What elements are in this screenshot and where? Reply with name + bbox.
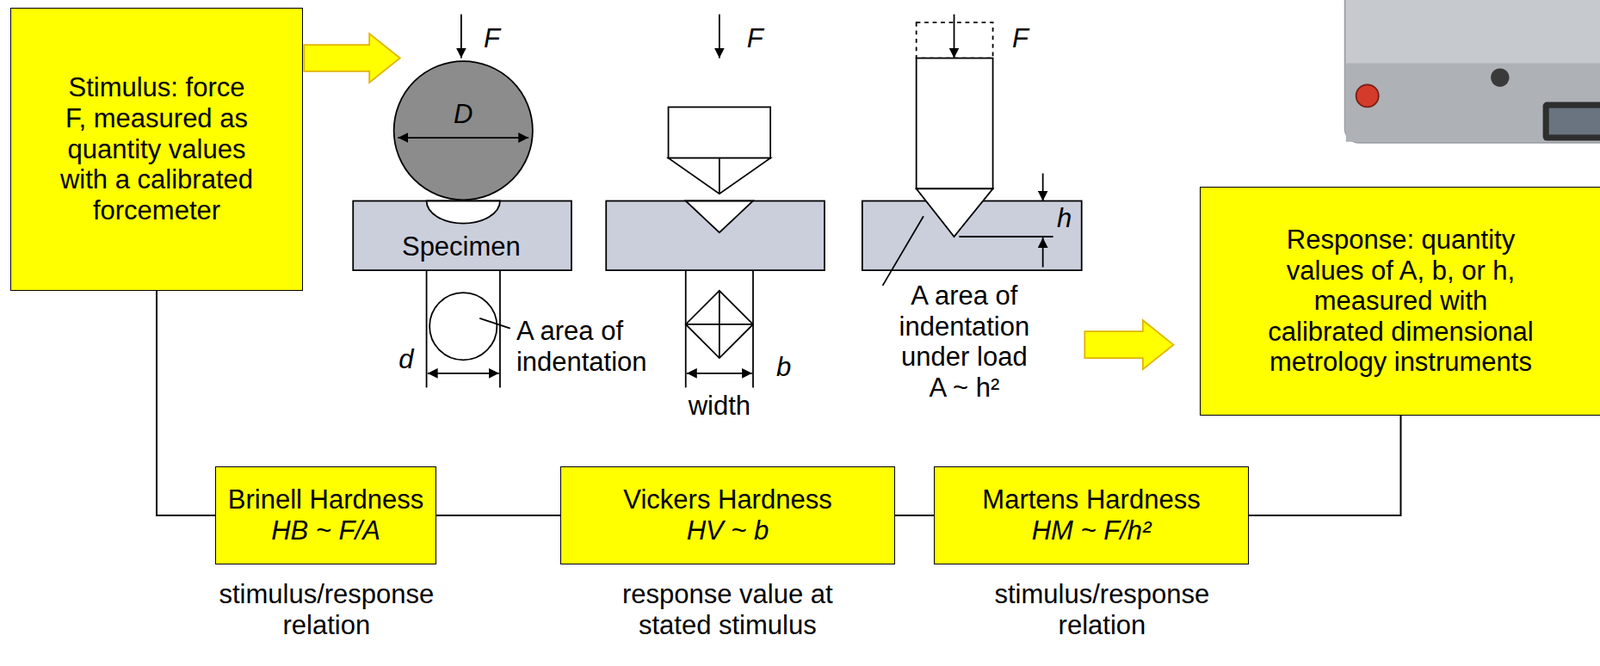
hardness-tester-photo: [1345, 0, 1600, 143]
vickers-figure: [605, 14, 825, 389]
force-arrow: [718, 14, 721, 59]
h-dimension-bottom: [1042, 237, 1045, 267]
pyramid-tip: [668, 158, 772, 194]
tester-knob: [1490, 67, 1509, 87]
specimen-block: [352, 201, 572, 272]
force-symbol: F: [1012, 23, 1029, 55]
method-note: stimulus/response relation: [205, 579, 447, 641]
extension-line: [426, 270, 428, 388]
hardness-box: Martens HardnessHM ~ F/h²: [933, 466, 1249, 565]
indenter-body: [668, 106, 772, 158]
connector-line: [156, 290, 216, 516]
d-dimension: [427, 372, 500, 375]
connector-line: [1248, 415, 1402, 516]
extension-line: [499, 270, 501, 388]
indenter-body: [916, 58, 994, 190]
response-arrow: [1084, 320, 1174, 370]
hardness-box: Brinell HardnessHB ~ F/A: [215, 466, 437, 565]
leader-line: [883, 216, 924, 286]
force-symbol: F: [483, 23, 501, 55]
connector-line: [436, 514, 561, 517]
force-arrow: [953, 14, 956, 59]
depth-extension-line: [958, 235, 1053, 238]
area-note: A area of indentation under load A ~ h²: [893, 280, 1036, 404]
b-dimension: [686, 372, 753, 375]
response-box: Response: quantity values of A, b, or h,…: [1199, 186, 1600, 416]
indentation-top-view: [429, 292, 497, 360]
formula-text: HB ~ F/A: [271, 515, 381, 547]
box-text: Martens Hardness: [982, 484, 1200, 516]
h-dimension-top: [1042, 173, 1045, 202]
stop-button: [1356, 84, 1379, 107]
connector-line: [895, 514, 934, 517]
dimension-symbol: d: [398, 344, 414, 376]
specimen-block: [605, 201, 825, 272]
diameter-symbol: D: [453, 98, 473, 130]
extension-line: [752, 270, 754, 388]
diameter-dimension: [397, 136, 529, 139]
formula-text: HV ~ b: [686, 515, 770, 547]
dimension-symbol: b: [776, 352, 791, 384]
dimension-name: width: [688, 390, 751, 422]
indentation-top-view: [685, 290, 754, 359]
block-arrow: [303, 33, 400, 83]
part-name: Specimen: [401, 231, 521, 263]
formula-text: HM ~ F/h²: [1031, 515, 1152, 547]
extension-line: [685, 270, 687, 388]
ball-indenter: [394, 61, 533, 200]
depth-symbol: h: [1056, 203, 1072, 235]
spherical-indentation: [426, 201, 501, 224]
pyramid-indentation: [685, 201, 754, 234]
stimulus-box: Stimulus: force F, measured as quantity …: [10, 7, 303, 291]
box-text: Stimulus: force F, measured as quantity …: [55, 72, 259, 226]
indenter-tip: [916, 188, 994, 237]
martens-figure: [862, 14, 1082, 286]
tester-base: [1346, 62, 1600, 142]
box-text: Response: quantity values of A, b, or h,…: [1260, 224, 1541, 378]
force-symbol: F: [747, 23, 764, 55]
box-text: Vickers Hardness: [623, 484, 832, 516]
hardness-box: Vickers HardnessHV ~ b: [560, 466, 896, 565]
diagonal: [685, 323, 754, 326]
method-note: response value at stated stimulus: [593, 579, 861, 641]
tester-screen: [1549, 108, 1600, 136]
box-text: Brinell Hardness: [228, 484, 424, 516]
block-arrow: [1084, 320, 1174, 370]
pyramid-edge: [718, 158, 721, 194]
tester-tablet: [1543, 102, 1600, 142]
method-note: stimulus/response relation: [981, 579, 1223, 641]
stimulus-arrow: [303, 33, 400, 83]
force-arrow: [460, 14, 463, 59]
area-note: A area of indentation: [516, 315, 659, 377]
leader-line: [479, 318, 511, 329]
